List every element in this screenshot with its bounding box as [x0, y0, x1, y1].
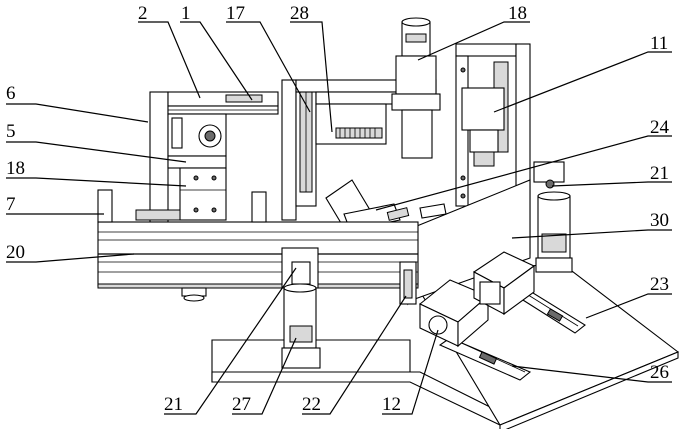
lower-cylinder	[282, 248, 320, 368]
label-24: 24	[650, 117, 670, 138]
label-1: 1	[181, 3, 191, 24]
label-23: 23	[650, 274, 669, 295]
label-6: 6	[6, 83, 16, 104]
label-2: 2	[138, 3, 148, 24]
label-17: 17	[226, 3, 245, 24]
label-28: 28	[290, 3, 309, 24]
lead-screw	[336, 128, 382, 138]
beam-foot	[182, 288, 206, 301]
label-5: 5	[6, 121, 16, 142]
label-21-bottom: 21	[164, 394, 183, 415]
label-20: 20	[6, 242, 25, 263]
label-18-top: 18	[508, 3, 527, 24]
main-horizontal-beam	[98, 222, 418, 288]
label-26: 26	[650, 362, 669, 383]
support-column	[400, 262, 416, 304]
label-11: 11	[650, 33, 668, 54]
label-12: 12	[382, 394, 401, 415]
label-7: 7	[6, 194, 16, 215]
label-30: 30	[650, 210, 669, 231]
right-cylinder	[534, 162, 572, 272]
label-21-right: 21	[650, 163, 669, 184]
top-vertical-motor	[392, 18, 440, 158]
pulley-assembly	[168, 114, 226, 156]
label-18-left: 18	[6, 158, 25, 179]
label-22: 22	[302, 394, 321, 415]
label-27: 27	[232, 394, 251, 415]
